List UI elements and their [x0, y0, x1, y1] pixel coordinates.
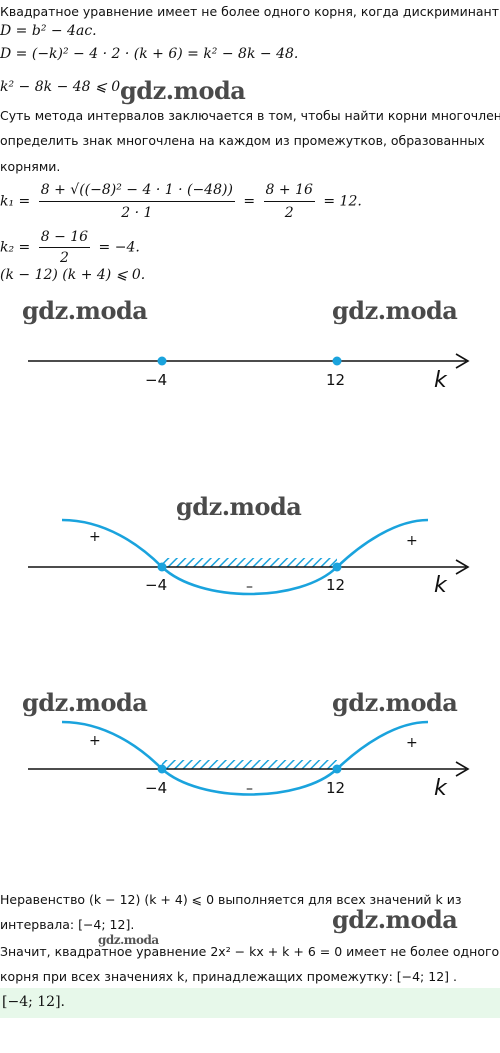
sign-left: + [89, 733, 101, 749]
axis-variable: k [434, 573, 448, 598]
watermark: gdz.moda [22, 688, 148, 717]
sign-diagram-2: + – + −4 12 k [28, 720, 470, 801]
point-minus-4 [157, 356, 167, 366]
watermark: gdz.moda [22, 296, 148, 325]
shaded-interval [162, 760, 337, 769]
sign-right: + [406, 533, 418, 549]
label-minus-4: −4 [145, 576, 167, 594]
label-12: 12 [326, 779, 345, 797]
watermark: gdz.moda [176, 492, 302, 521]
conclusion-text-4: корня при всех значениях k, принадлежащи… [0, 969, 457, 984]
watermark: gdz.moda [332, 296, 458, 325]
sign-curve [61, 518, 429, 596]
number-line-1: −4 12 k [28, 353, 470, 393]
sign-curve [61, 720, 429, 796]
sign-middle: – [246, 579, 253, 595]
point-12 [332, 356, 342, 366]
method-text-1: Суть метода интервалов заключается в том… [0, 108, 500, 123]
discriminant-formula: D = b² − 4ac. [0, 23, 97, 39]
discriminant-inequality: k² − 8k − 48 ⩽ 0. [0, 79, 125, 95]
sign-diagram-1: + – + −4 12 k [28, 518, 470, 598]
discriminant-expanded: D = (−k)² − 4 · 2 · (k + 6) = k² − 8k − … [0, 46, 299, 62]
shaded-interval [162, 558, 337, 567]
axis-variable: k [434, 368, 448, 393]
watermark: gdz.moda [332, 905, 458, 934]
sign-left: + [89, 529, 101, 545]
method-text-2: определить знак многочлена на каждом из … [0, 133, 485, 148]
sign-right: + [406, 735, 418, 751]
label-12: 12 [326, 371, 345, 389]
method-text-3: корнями. [0, 159, 61, 174]
sign-middle: – [246, 781, 253, 797]
label-12: 12 [326, 576, 345, 594]
axis-variable: k [434, 776, 448, 801]
conclusion-text-1: Неравенство (k − 12) (k + 4) ⩽ 0 выполня… [0, 892, 462, 907]
label-minus-4: −4 [145, 779, 167, 797]
conclusion-text-2: интервала: [−4; 12]. [0, 917, 135, 932]
answer-box: [−4; 12]. [0, 988, 500, 1018]
watermark: gdz.moda [120, 76, 246, 105]
answer-text: [−4; 12]. [2, 994, 65, 1010]
watermark-small: gdz.moda [98, 933, 159, 947]
watermark: gdz.moda [332, 688, 458, 717]
factored-inequality: (k − 12) (k + 4) ⩽ 0. [0, 267, 146, 283]
conclusion-text-3: Значит, квадратное уравнение 2x² − kx + … [0, 944, 500, 959]
label-minus-4: −4 [145, 371, 167, 389]
intro-text: Квадратное уравнение имеет не более одно… [0, 4, 500, 19]
root-k1: k₁ = 8 + √((−8)² − 4 · 1 · (−48))2 · 1 =… [0, 182, 362, 221]
